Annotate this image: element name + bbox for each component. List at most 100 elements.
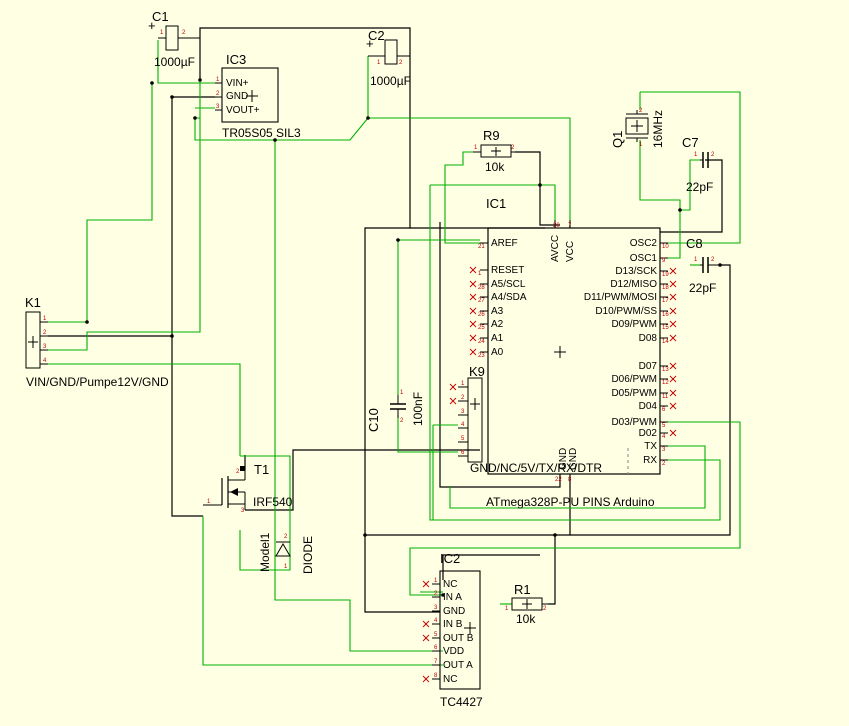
svg-text:TX: TX — [644, 441, 657, 452]
svg-text:3: 3 — [216, 104, 220, 110]
svg-text:23: 23 — [478, 353, 485, 359]
ic1-label: IC1 — [486, 196, 506, 211]
svg-text:2: 2 — [43, 330, 47, 336]
svg-text:D11/PWM/MOSI: D11/PWM/MOSI — [584, 292, 657, 303]
svg-text:NC: NC — [443, 674, 457, 685]
resistor-r1[interactable]: 1 2 — [505, 597, 548, 612]
ic1-atmega[interactable]: 21 1 28 27 26 25 24 23 — [469, 220, 677, 483]
capacitor-c2[interactable]: 1 2 + — [366, 36, 410, 66]
svg-text:1: 1 — [43, 316, 47, 322]
r9-value: 10k — [485, 160, 505, 174]
svg-text:1: 1 — [474, 145, 478, 151]
svg-text:1: 1 — [505, 606, 509, 612]
t1-value: IRF540 — [253, 495, 293, 509]
connector-k1[interactable]: 1 2 3 4 — [25, 311, 48, 369]
svg-text:21: 21 — [478, 244, 485, 250]
svg-text:GND: GND — [558, 448, 569, 470]
green-wires — [48, 40, 741, 666]
svg-text:D03/PWM: D03/PWM — [611, 417, 657, 428]
svg-text:1: 1 — [160, 30, 164, 36]
svg-text:1: 1 — [434, 578, 438, 584]
svg-text:1: 1 — [694, 257, 698, 263]
svg-text:VIN+: VIN+ — [226, 78, 249, 89]
connector-k9[interactable]: 1 2 3 4 5 6 — [449, 377, 483, 463]
svg-text:IN A: IN A — [443, 592, 462, 603]
svg-text:28: 28 — [478, 285, 485, 291]
svg-text:2: 2 — [461, 395, 465, 401]
svg-text:OSC1: OSC1 — [630, 253, 658, 264]
q1-label: Q1 — [610, 131, 625, 148]
svg-text:RX: RX — [643, 455, 657, 466]
svg-text:A2: A2 — [491, 319, 504, 330]
svg-text:A1: A1 — [491, 333, 504, 344]
capacitor-c8[interactable]: 1 2 — [694, 257, 720, 273]
svg-text:2: 2 — [434, 591, 438, 597]
svg-text:GND: GND — [226, 91, 248, 102]
svg-text:7: 7 — [568, 223, 572, 229]
svg-text:1: 1 — [207, 499, 211, 505]
svg-text:2: 2 — [639, 108, 643, 114]
svg-text:12: 12 — [662, 380, 669, 386]
ic2-pin-names: NC IN A GND IN B OUT B VDD OUT A NC — [443, 579, 474, 685]
svg-text:A3: A3 — [491, 306, 504, 317]
diode-label: Model1 — [258, 532, 272, 572]
crystal-q1[interactable]: 2 1 — [625, 108, 649, 148]
r1-value: 10k — [516, 612, 536, 626]
svg-text:2: 2 — [711, 257, 715, 263]
svg-text:VDD: VDD — [443, 646, 464, 657]
ic3-label: IC3 — [226, 52, 246, 67]
c2-label: C2 — [368, 28, 385, 43]
svg-text:VOUT+: VOUT+ — [226, 105, 260, 116]
svg-text:1: 1 — [400, 390, 404, 396]
ic2-driver[interactable]: 1 2 3 4 5 6 7 8 — [422, 570, 481, 690]
svg-text:1: 1 — [694, 152, 698, 158]
svg-text:5: 5 — [434, 632, 438, 638]
svg-text:24: 24 — [478, 339, 485, 345]
svg-text:8: 8 — [568, 477, 572, 483]
svg-text:1: 1 — [461, 381, 465, 387]
mosfet-t1[interactable]: 2 1 3 — [203, 466, 246, 514]
svg-text:3: 3 — [662, 447, 666, 453]
svg-text:26: 26 — [478, 312, 485, 318]
svg-text:3: 3 — [434, 605, 438, 611]
svg-text:D08: D08 — [639, 333, 658, 344]
k1-label: K1 — [25, 295, 41, 310]
svg-text:5: 5 — [662, 423, 666, 429]
k9-value: GND/NC/5V/TX/RX/DTR — [470, 461, 602, 475]
svg-text:1: 1 — [284, 564, 288, 570]
svg-text:16: 16 — [662, 312, 669, 318]
svg-text:3: 3 — [461, 409, 465, 415]
svg-text:1: 1 — [216, 77, 220, 83]
svg-text:15: 15 — [662, 325, 669, 331]
diode-model1[interactable]: 2 1 — [275, 534, 291, 570]
capacitor-c1[interactable]: 1 2 + — [148, 18, 200, 51]
q1-value: 16MHz — [651, 110, 665, 148]
c10-value: 100nF — [411, 392, 425, 426]
svg-text:IN B: IN B — [443, 619, 463, 630]
svg-text:4: 4 — [434, 618, 438, 624]
ic2-value: TC4427 — [440, 695, 483, 709]
svg-text:GND: GND — [568, 448, 579, 470]
svg-text:27: 27 — [478, 298, 485, 304]
c7-value: 22pF — [686, 180, 713, 194]
svg-text:5: 5 — [461, 436, 465, 442]
svg-text:2: 2 — [511, 145, 515, 151]
svg-text:AREF: AREF — [491, 238, 518, 249]
svg-text:GND: GND — [443, 606, 465, 617]
svg-text:9: 9 — [662, 258, 666, 264]
ic1-value: ATmega328P-PU PINS Arduino — [486, 495, 655, 509]
svg-text:2: 2 — [543, 606, 547, 612]
svg-text:11: 11 — [662, 394, 669, 400]
svg-text:OSC2: OSC2 — [630, 238, 658, 249]
capacitor-c7[interactable]: 1 2 — [694, 152, 715, 168]
svg-text:+: + — [366, 36, 374, 51]
svg-text:22: 22 — [555, 477, 562, 483]
ic3-regulator[interactable]: 1 2 3 VIN+ GND VOUT+ — [215, 67, 279, 123]
svg-text:2: 2 — [236, 469, 240, 475]
capacitor-c10[interactable]: 1 2 — [390, 390, 406, 424]
svg-text:4: 4 — [43, 358, 47, 364]
resistor-r9[interactable]: 1 2 — [473, 144, 515, 158]
svg-text:2: 2 — [662, 461, 666, 467]
